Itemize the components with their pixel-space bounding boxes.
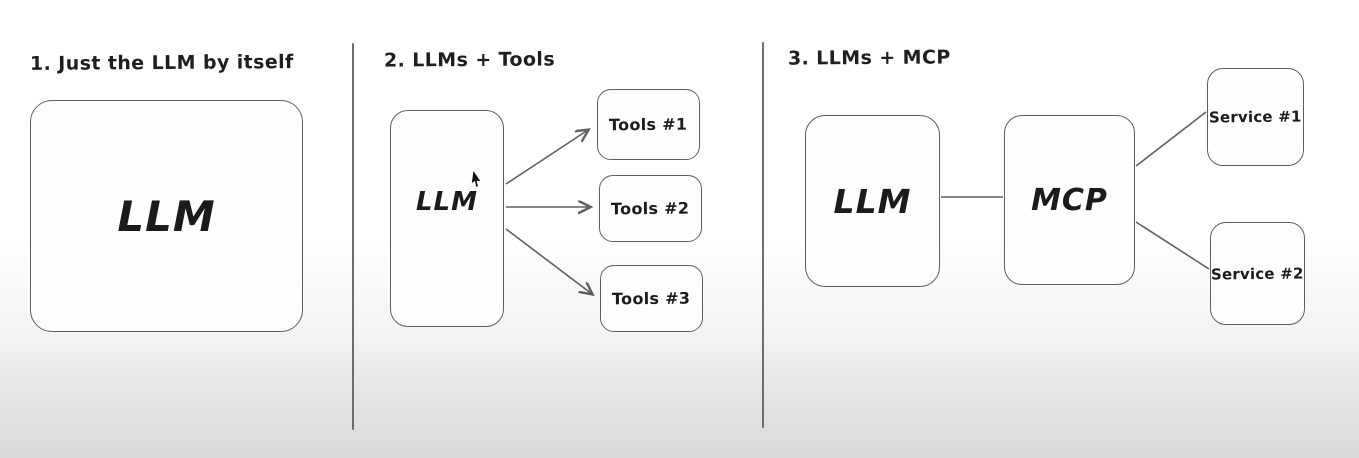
llm-label: LLM xyxy=(833,181,912,221)
tools-1-node: Tools #1 xyxy=(597,89,700,160)
section-divider-1 xyxy=(352,43,354,430)
tools-3-label: Tools #3 xyxy=(612,288,691,309)
tools-3-node: Tools #3 xyxy=(600,265,703,332)
mcp-node: MCP xyxy=(1004,115,1135,285)
section-2-heading: 2. LLMs + Tools xyxy=(383,48,556,72)
llm-node-section-2: LLM xyxy=(390,110,504,327)
llm-label: LLM xyxy=(117,191,216,241)
edge-mcp-to-service2 xyxy=(1135,221,1210,270)
edge-llm-to-tools1 xyxy=(505,130,588,185)
section-divider-2 xyxy=(762,42,764,428)
tools-1-label: Tools #1 xyxy=(609,114,688,135)
tools-2-node: Tools #2 xyxy=(599,175,702,242)
edge-mcp-to-service1 xyxy=(1135,111,1207,167)
service-2-label: Service #2 xyxy=(1211,264,1304,283)
section-3-heading: 3. LLMs + MCP xyxy=(787,46,951,70)
service-1-node: Service #1 xyxy=(1207,68,1304,166)
service-2-node: Service #2 xyxy=(1210,222,1305,325)
llm-label: LLM xyxy=(415,186,478,217)
service-1-label: Service #1 xyxy=(1209,107,1302,127)
llm-node-section-3: LLM xyxy=(805,115,940,287)
llm-node-section-1: LLM xyxy=(30,100,303,332)
edge-llm-to-tools3 xyxy=(505,228,592,294)
mcp-label: MCP xyxy=(1031,182,1108,218)
section-1-heading: 1. Just the LLM by itself xyxy=(29,51,294,75)
tools-2-label: Tools #2 xyxy=(611,198,690,219)
